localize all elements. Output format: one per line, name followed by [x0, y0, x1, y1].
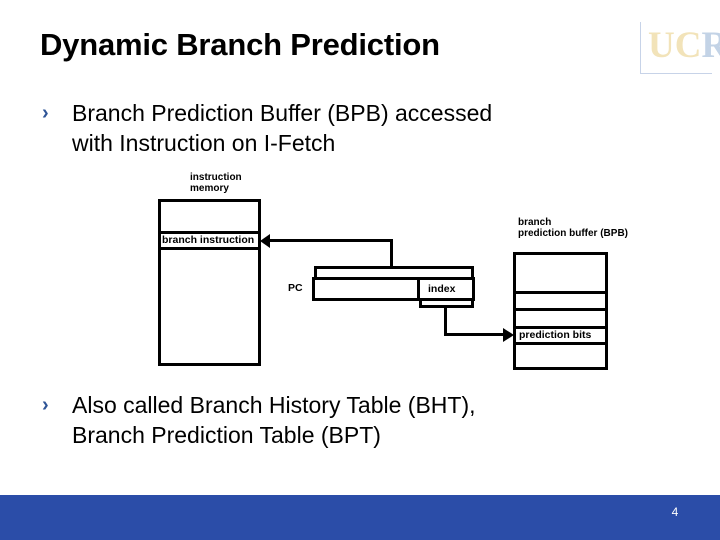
bpb-divider-3 [513, 326, 608, 329]
logo-wordmark: UCR [648, 24, 720, 68]
logo-horizontal-rule [640, 73, 712, 74]
pc-index-divider [417, 277, 420, 301]
instruction-memory-label: instruction memory [190, 172, 242, 194]
bpb-box [513, 252, 608, 370]
logo-text-uc: UC [648, 25, 702, 66]
bullet-chevron-icon: › [42, 394, 49, 416]
pc-upper-bracket-right-tick [471, 266, 474, 277]
instruction-memory-box [158, 199, 261, 366]
index-to-bpb-vertical [444, 305, 447, 335]
bpb-divider-1 [513, 291, 608, 294]
bullet-text-2: Also called Branch History Table (BHT), … [72, 392, 476, 448]
arrow-to-branch-instruction-line [268, 239, 393, 242]
instruction-memory-divider-top [158, 231, 261, 234]
index-label: index [428, 283, 456, 295]
bullet-text-1: Branch Prediction Buffer (BPB) accessed … [72, 100, 493, 156]
bpb-label: branch prediction buffer (BPB) [518, 217, 628, 239]
page-number: 4 [671, 505, 679, 519]
pc-label: PC [288, 282, 303, 294]
bpb-divider-4 [513, 342, 608, 345]
index-to-bpb-arrowhead [503, 328, 514, 342]
index-lower-bracket-left-tick [419, 298, 422, 308]
footer-bar [0, 495, 720, 540]
logo-text-r: R [701, 25, 720, 66]
arrow-to-branch-instruction-elbow [390, 239, 393, 269]
index-lower-bracket-right-tick [471, 298, 474, 308]
ucr-logo: UCR [640, 22, 720, 74]
pc-upper-bracket-horizontal [314, 266, 474, 269]
pc-upper-bracket-left-tick [314, 266, 317, 277]
arrow-to-branch-instruction-head [260, 234, 270, 248]
logo-vertical-rule [640, 22, 641, 74]
page-title: Dynamic Branch Prediction [40, 27, 440, 62]
index-lower-bracket-horizontal [419, 305, 474, 308]
bpb-divider-2 [513, 308, 608, 311]
bullet-item-2: › Also called Branch History Table (BHT)… [38, 390, 678, 450]
bullet-chevron-icon: › [42, 102, 49, 124]
instruction-memory-divider-bottom [158, 247, 261, 250]
index-to-bpb-horizontal [444, 333, 506, 336]
bullet-item-1: › Branch Prediction Buffer (BPB) accesse… [38, 98, 678, 158]
branch-instruction-label: branch instruction [162, 234, 255, 246]
prediction-bits-label: prediction bits [519, 329, 592, 341]
pc-register-box [312, 277, 475, 301]
